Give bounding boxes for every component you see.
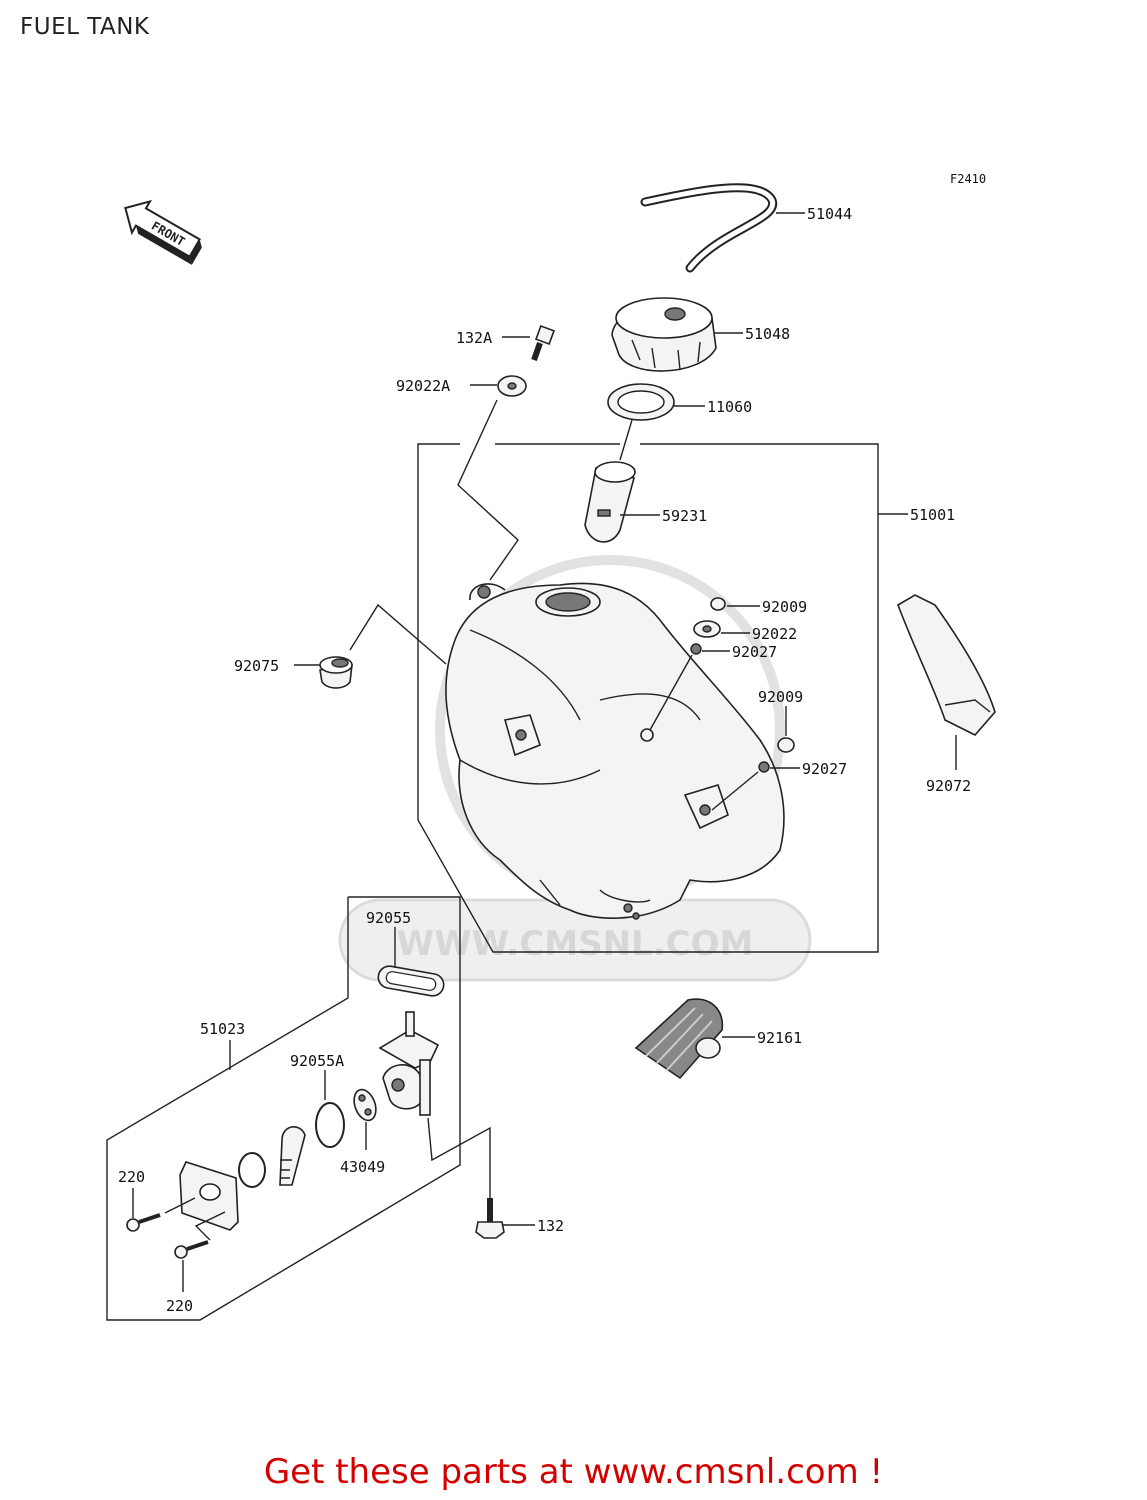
part-92022-washer (693, 620, 750, 638)
label-92009-lower: 92009 (758, 688, 803, 706)
part-59231-filler-pipe (584, 461, 660, 543)
part-92009-bolt-lower (777, 706, 795, 753)
part-92022A-washer (470, 375, 527, 397)
page-title: FUEL TANK (20, 14, 150, 40)
label-51044: 51044 (807, 205, 852, 223)
label-92055: 92055 (366, 909, 411, 927)
assembly-51001-bracket (417, 443, 908, 953)
label-220-lower: 220 (166, 1297, 193, 1315)
front-arrow-icon: FRONT (124, 199, 202, 265)
leader-92022A (457, 399, 519, 581)
part-220-screw-lower (174, 1211, 226, 1292)
part-220-screw-upper (126, 1188, 196, 1232)
part-51048-fuel-cap (611, 297, 743, 372)
figure-code: F2410 (950, 172, 986, 186)
part-43049-seal (353, 1088, 377, 1150)
part-92161-pad (634, 998, 755, 1080)
label-132A: 132A (456, 329, 492, 347)
label-92055A: 92055A (290, 1052, 344, 1070)
label-92027-lower: 92027 (802, 760, 847, 778)
part-92072-strap (897, 594, 996, 770)
watermark-text: WWW.CMSNL.COM (397, 924, 754, 964)
part-fuel-cock-lever (279, 1126, 306, 1186)
part-132-bolt (475, 1198, 535, 1239)
watermark: WWW.CMSNL.COM (338, 555, 812, 982)
assembly-51023-fuel-cock (106, 896, 461, 1321)
part-132A-bolt (502, 325, 555, 361)
label-92027-upper: 92027 (732, 643, 777, 661)
part-92075-grommet (294, 603, 447, 689)
leader-11060 (619, 419, 633, 461)
part-fuel-cock-valve (378, 1011, 491, 1200)
promo-link[interactable]: Get these parts at www.cmsnl.com ! (263, 1452, 884, 1492)
part-51044-hose (640, 183, 805, 273)
fuel-tank-body (445, 582, 785, 920)
part-92055-gasket (377, 927, 445, 997)
label-51048: 51048 (745, 325, 790, 343)
label-43049: 43049 (340, 1158, 385, 1176)
label-92161: 92161 (757, 1029, 802, 1047)
part-92027-collar-lower (711, 761, 800, 811)
label-11060: 11060 (707, 398, 752, 416)
part-11060-gasket (607, 383, 705, 421)
label-92022: 92022 (752, 625, 797, 643)
label-92022A: 92022A (396, 377, 450, 395)
label-220-upper: 220 (118, 1168, 145, 1186)
parts-diagram: WWW.CMSNL.COM F2410 FRONT 51044 51048 13… (106, 172, 996, 1321)
label-92009-upper: 92009 (762, 598, 807, 616)
label-92072: 92072 (926, 777, 971, 795)
part-92027-collar-upper (649, 643, 730, 731)
part-92009-bolt-upper (710, 597, 760, 611)
label-51001: 51001 (910, 506, 955, 524)
label-59231: 59231 (662, 507, 707, 525)
label-132: 132 (537, 1217, 564, 1235)
part-small-o-ring (238, 1152, 266, 1188)
label-92075: 92075 (234, 657, 279, 675)
part-92055A-o-ring (315, 1070, 345, 1148)
label-51023: 51023 (200, 1020, 245, 1038)
